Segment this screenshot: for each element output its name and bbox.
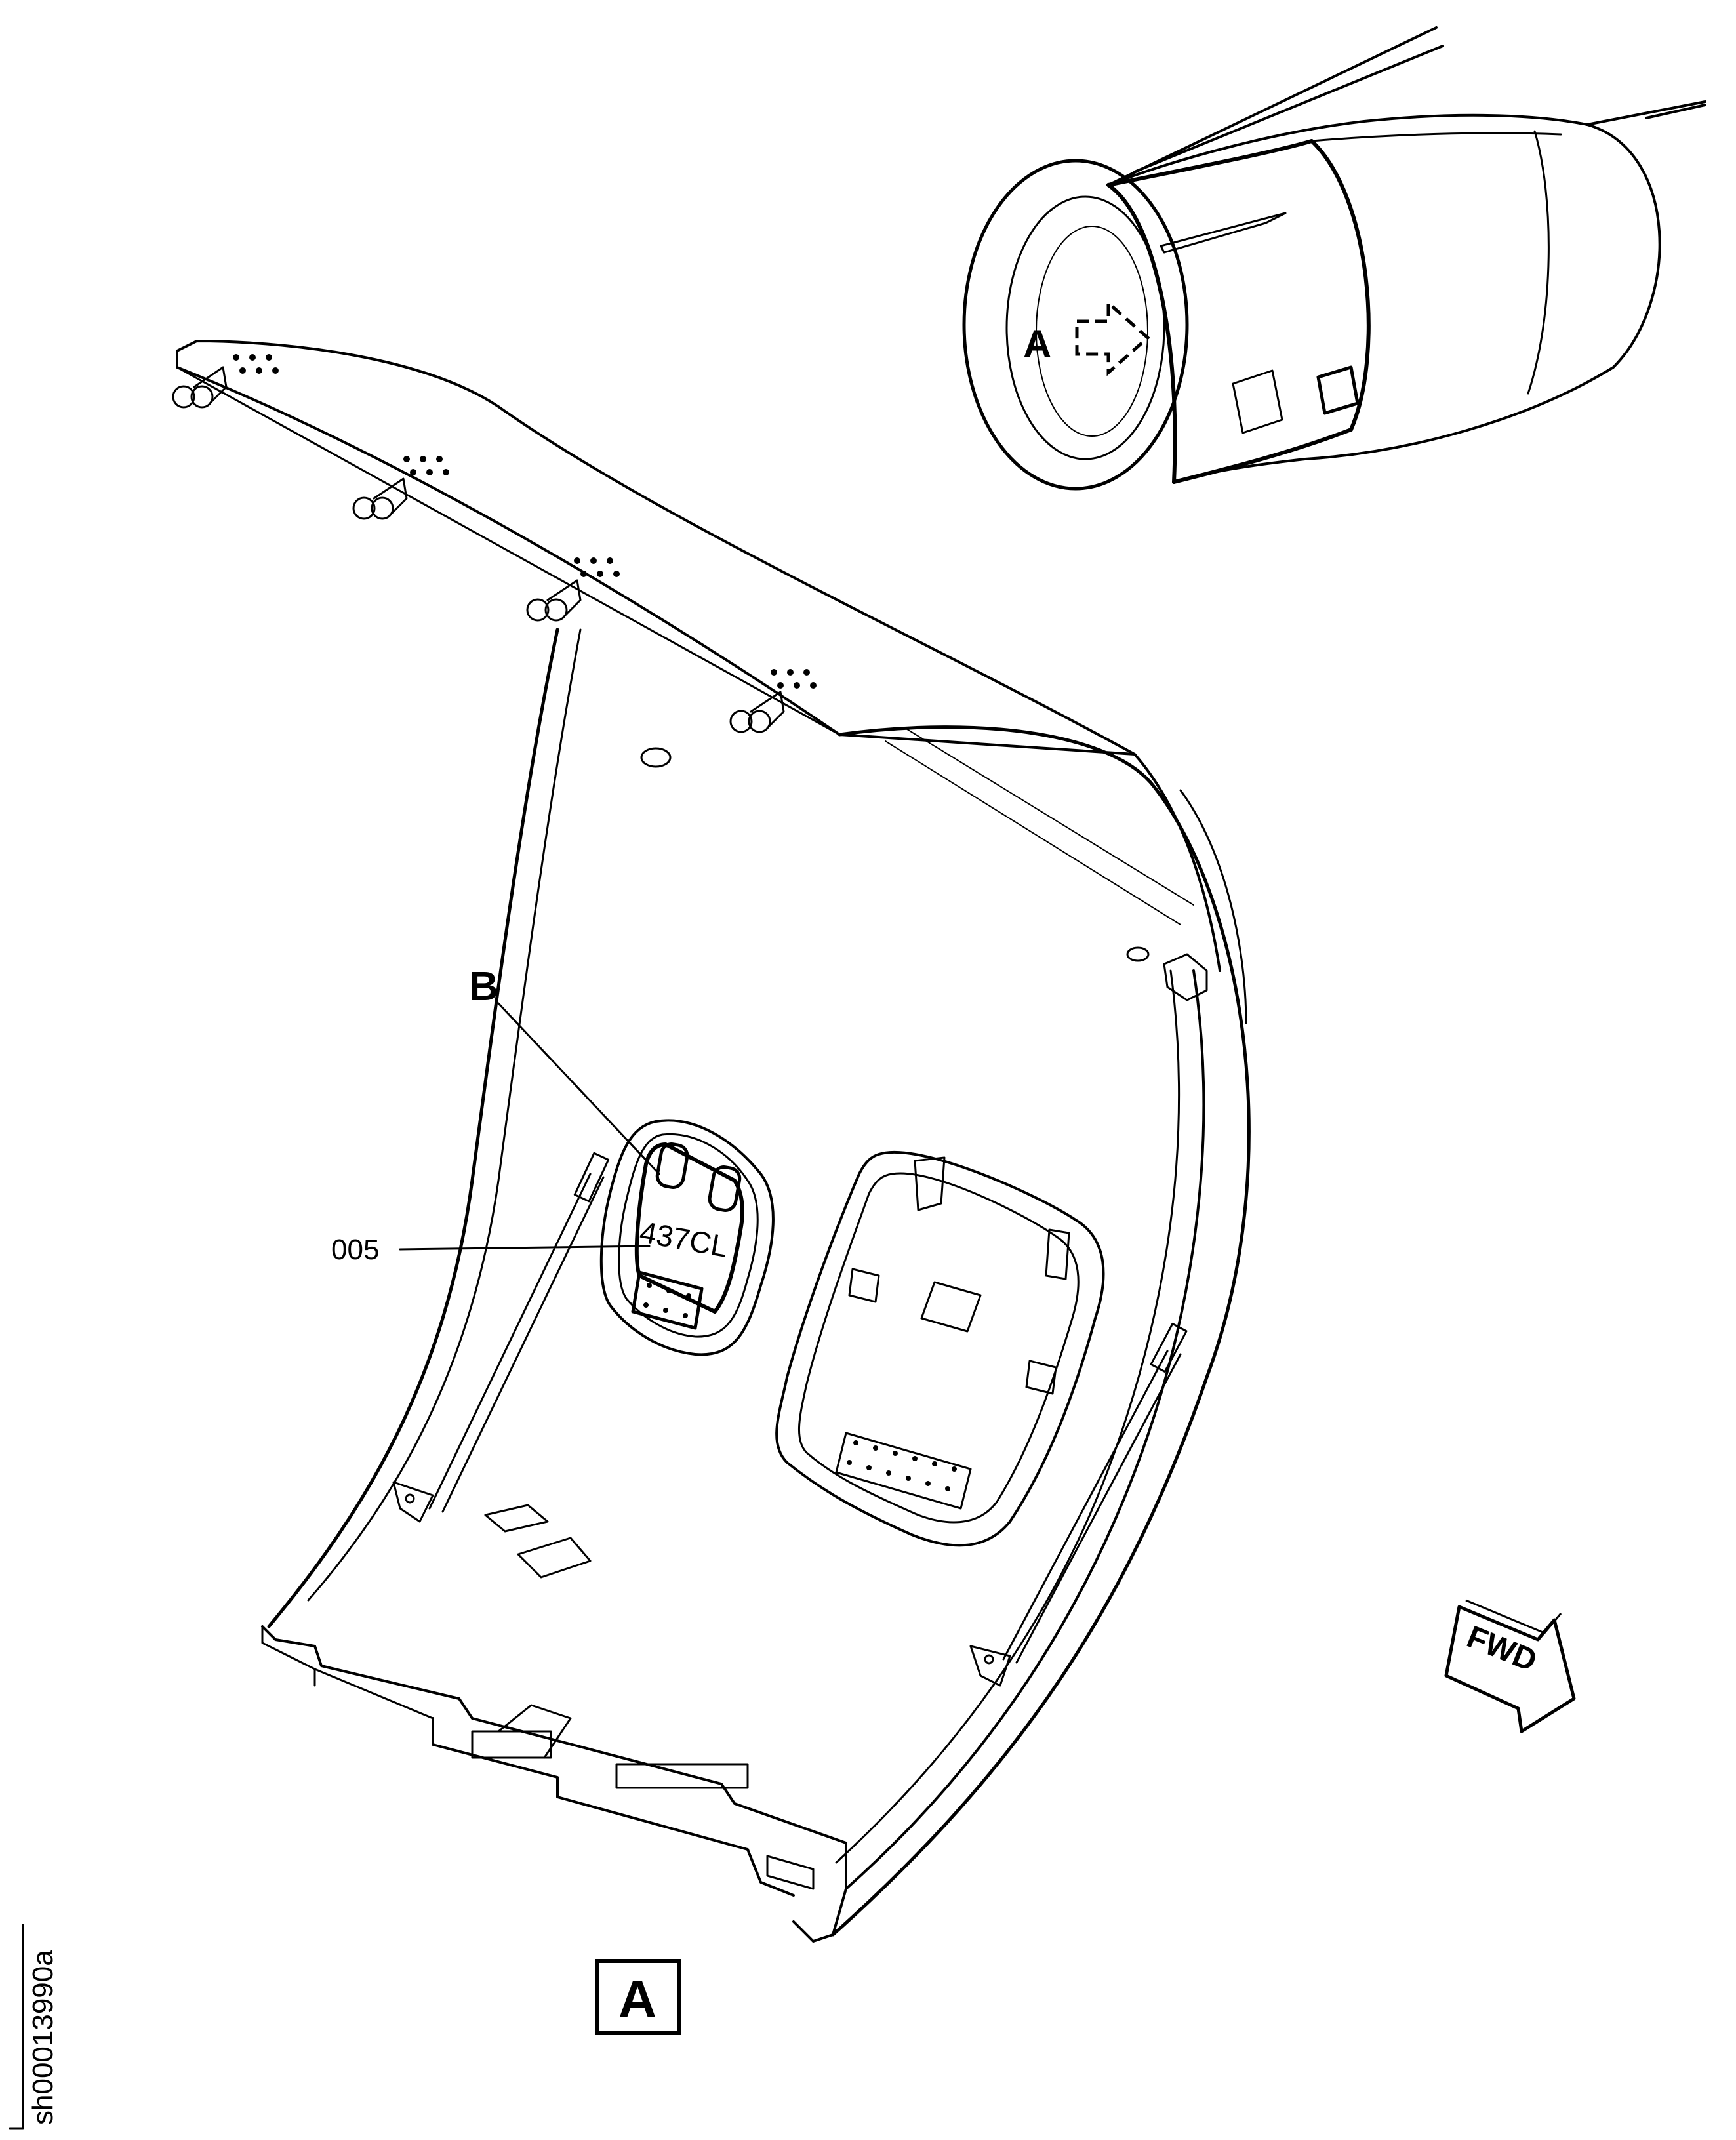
flange-fastener-dots — [233, 354, 817, 689]
sheet-id: sh00013990a — [9, 1924, 59, 2130]
engine-view-ref-label: A — [1023, 322, 1051, 366]
cowl-door-panel — [176, 340, 1251, 1943]
fwd-arrow-icon: FWD — [1444, 1599, 1576, 1733]
item-005-callout: 005 — [331, 1234, 651, 1266]
detail-b-callout: B — [469, 964, 660, 1175]
sheet-id-label: sh00013990a — [27, 1950, 59, 2125]
view-title: A — [595, 1959, 681, 2035]
view-a-arrow-icon — [1075, 299, 1150, 376]
doubler-plates — [484, 1504, 592, 1579]
view-title-label: A — [618, 1969, 656, 2028]
detail-b-label: B — [469, 964, 498, 1009]
item-number-label: 005 — [331, 1234, 379, 1266]
panel-cutouts — [640, 747, 1150, 962]
hinge-fittings — [172, 366, 785, 733]
hinge-fitting-4 — [729, 691, 785, 733]
direction-label: FWD — [1462, 1619, 1541, 1678]
right-hold-open-rod — [969, 1322, 1188, 1687]
panel-placard-label: 437CL — [637, 1215, 731, 1264]
panel-437cl — [599, 1119, 775, 1356]
latch-fitting — [1163, 953, 1208, 1001]
panel-437cl-fastener-dots — [643, 1283, 691, 1318]
hinge-fitting-2 — [352, 477, 408, 520]
access-door — [775, 1150, 1105, 1547]
engine-nacelle — [962, 26, 1706, 491]
hinge-fitting-1 — [172, 366, 228, 409]
left-hold-open-rod — [392, 1152, 610, 1523]
access-door-fastener-dots — [847, 1440, 957, 1491]
hinge-fitting-3 — [526, 579, 582, 622]
